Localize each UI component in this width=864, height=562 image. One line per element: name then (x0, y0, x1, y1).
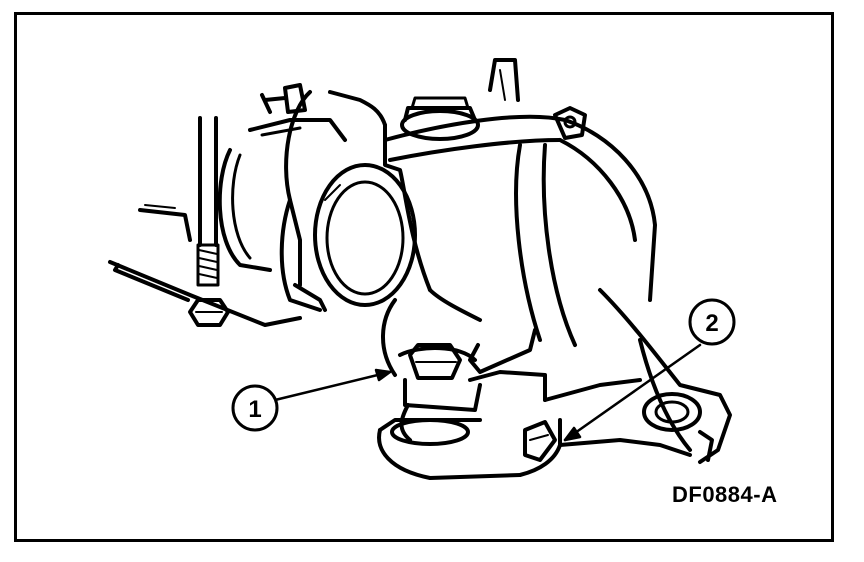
lower-bracket (468, 370, 692, 477)
callout-1: 1 (231, 384, 279, 432)
steering-arm (598, 288, 732, 464)
callout-leaders (273, 343, 702, 442)
upper-ball-joint (400, 58, 587, 141)
lower-ball-joint (377, 298, 537, 480)
callout-1-number: 1 (248, 396, 261, 423)
callout-2: 2 (688, 298, 736, 346)
figure-code: DF0884-A (672, 482, 778, 507)
axle-housing (108, 83, 347, 327)
knuckle-body (279, 90, 657, 347)
callout-2-number: 2 (705, 310, 718, 337)
spindle-bore (313, 163, 417, 307)
stud-left (188, 116, 230, 327)
